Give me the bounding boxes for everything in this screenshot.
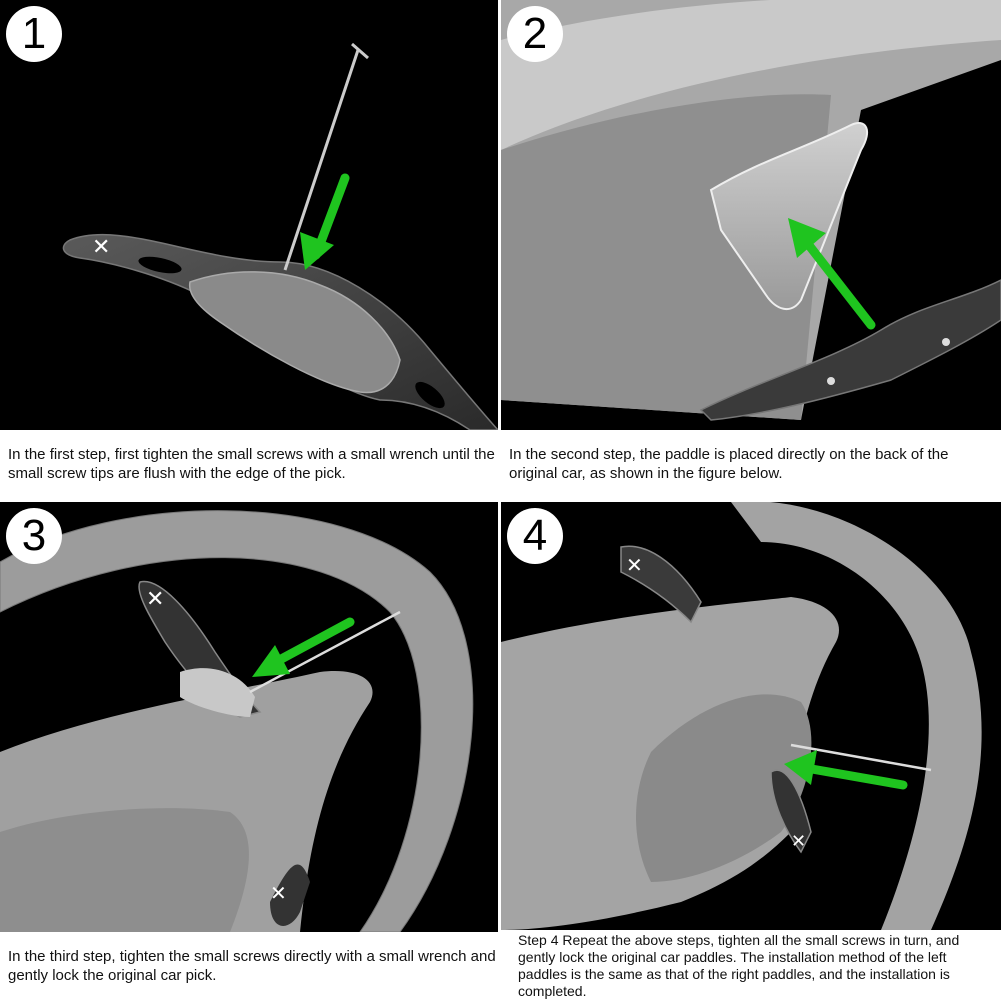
lock-paddles-graphic: ✕ ✕ — [501, 502, 982, 930]
steering-wheel-rim — [731, 502, 982, 930]
step-3-caption: In the third step, tighten the small scr… — [8, 948, 496, 984]
step-4-caption: Step 4 Repeat the above steps, tighten a… — [518, 932, 960, 999]
green-arrow-icon — [300, 173, 350, 270]
step-2-caption: In the second step, the paddle is placed… — [509, 446, 949, 482]
wrench-shaft — [249, 610, 401, 694]
tighten-screws-graphic: ✕ ✕ — [0, 510, 474, 932]
step-1-illustration: ✕ 1 — [0, 0, 498, 430]
green-arrow-icon — [252, 617, 355, 677]
step-4-illustration: ✕ ✕ 4 — [501, 502, 1001, 930]
step-1-caption: In the first step, first tighten the sma… — [8, 446, 495, 482]
paddle-shape — [620, 545, 702, 624]
paddle-with-wrench-graphic: ✕ — [62, 42, 498, 430]
screw-mark-icon: ✕ — [146, 587, 164, 612]
step-3-illustration: ✕ ✕ 3 — [0, 502, 498, 932]
screw-mark-icon: ✕ — [626, 553, 643, 577]
green-arrow-icon — [784, 750, 908, 790]
step-number-badge: 1 — [6, 6, 62, 62]
step-number-badge: 3 — [6, 508, 62, 564]
screw-mark-icon: ✕ — [791, 831, 806, 852]
original-paddle — [709, 122, 869, 310]
paddle-placement-graphic — [501, 0, 1001, 430]
screw-mark-icon: ✕ — [92, 235, 110, 260]
step-number-badge: 4 — [507, 508, 563, 564]
step-number-badge: 2 — [507, 6, 563, 62]
screw-mark-icon: ✕ — [270, 881, 287, 905]
new-paddle — [699, 279, 1001, 421]
paddle-window — [188, 271, 401, 394]
step-2-illustration: 2 — [501, 0, 1001, 430]
wrench-shaft — [283, 49, 360, 271]
green-arrow-icon — [788, 218, 876, 330]
wrench-shaft — [790, 743, 932, 772]
